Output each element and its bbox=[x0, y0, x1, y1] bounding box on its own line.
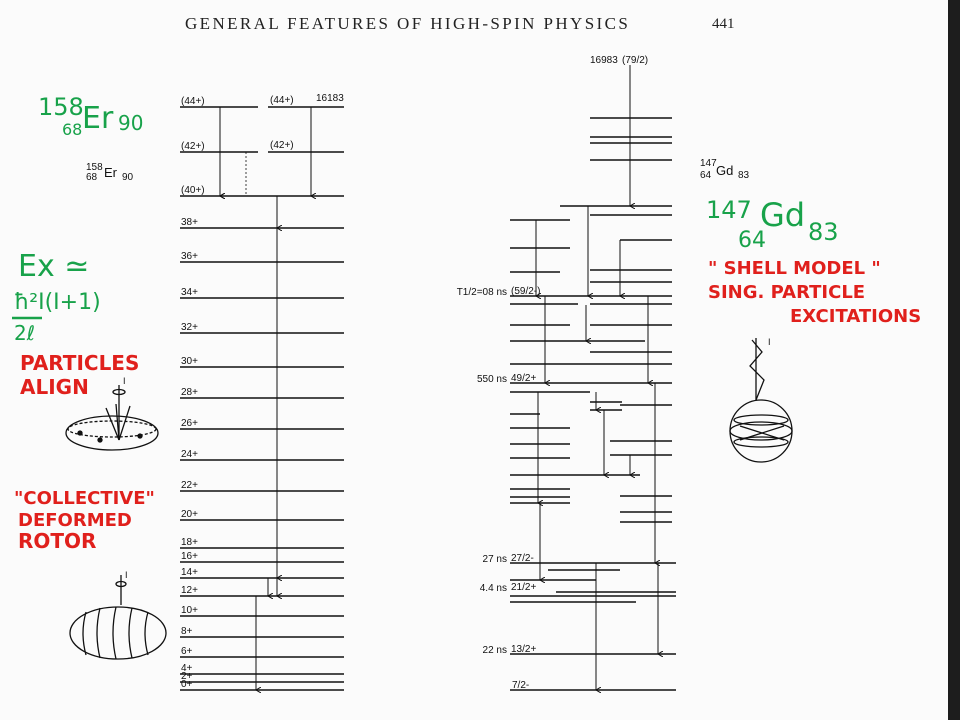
svg-text:I: I bbox=[125, 570, 128, 580]
svg-text:I: I bbox=[768, 337, 771, 347]
gd-isomer-halflife: 22 ns bbox=[483, 645, 507, 656]
er-level-spin: 36+ bbox=[181, 251, 198, 262]
er-level-spin: 38+ bbox=[181, 217, 198, 228]
svg-text:83: 83 bbox=[738, 170, 750, 181]
page-edge-shadow bbox=[948, 0, 960, 720]
er-level-spin: 30+ bbox=[181, 356, 198, 367]
er-level-spin: 22+ bbox=[181, 480, 198, 491]
svg-text:EXCITATIONS: EXCITATIONS bbox=[790, 306, 921, 327]
er-sideband-energy: 16183 bbox=[316, 93, 344, 104]
er158-level-scheme: (44+) (42+) (40+) 38+ 36+ 34+ 32+ 30+ 28+ 26+ 24+ 2… bbox=[180, 93, 344, 690]
particles-align-annotation: PARTICLES ALIGN bbox=[20, 351, 139, 399]
er-level-spin: 6+ bbox=[181, 646, 193, 657]
svg-text:90: 90 bbox=[118, 111, 143, 135]
gd-isomer-halflife: T1/2=08 ns bbox=[457, 287, 507, 298]
er-level-spin: 16+ bbox=[181, 551, 198, 562]
gd-isomer-halflife: 550 ns bbox=[477, 374, 507, 385]
spherical-nucleus-icon: I bbox=[729, 337, 793, 463]
er-level-spin: 10+ bbox=[181, 605, 198, 616]
svg-text:Ex ≃: Ex ≃ bbox=[18, 249, 89, 284]
green-formula-annotation: Ex ≃ ħ²I(I+1) 2ℓ bbox=[12, 249, 101, 345]
aligned-nucleus-icon: I bbox=[65, 376, 159, 451]
collective-rotor-annotation: "COLLECTIVE" DEFORMED ROTOR bbox=[14, 488, 155, 553]
er-level-spin: (42+) bbox=[181, 141, 205, 152]
svg-text:147: 147 bbox=[706, 196, 752, 224]
er-level-spin: 14+ bbox=[181, 567, 198, 578]
svg-text:68: 68 bbox=[62, 120, 82, 139]
gd-ground-spin: 7/2- bbox=[512, 680, 529, 691]
er-level-spin: 32+ bbox=[181, 322, 198, 333]
gd-top-spin: (79/2) bbox=[622, 55, 648, 66]
svg-text:Er: Er bbox=[104, 165, 118, 180]
svg-text:PARTICLES: PARTICLES bbox=[20, 351, 139, 375]
gd147-nuclide-label: 147 64 Gd 83 bbox=[700, 158, 750, 181]
er158-nuclide-label: 158 68 Er 90 bbox=[86, 162, 134, 183]
svg-text:SING. PARTICLE: SING. PARTICLE bbox=[708, 282, 865, 303]
gd-isomer-halflife: 27 ns bbox=[483, 554, 507, 565]
svg-text:64: 64 bbox=[738, 228, 766, 253]
gd147-level-scheme: 16983 (79/2) T1/2=08 ns (59/2-) 550 ns 49/2… bbox=[457, 55, 676, 691]
svg-text:Gd: Gd bbox=[716, 163, 733, 178]
gd-isomer-spin: (59/2-) bbox=[511, 286, 540, 297]
er-level-spin: 2+ bbox=[181, 671, 193, 682]
er-level-spin: 18+ bbox=[181, 537, 198, 548]
gd-isomer-halflife: 4.4 ns bbox=[480, 583, 507, 594]
gd-isomer-spin: 49/2+ bbox=[511, 373, 536, 384]
er-level-spin: 26+ bbox=[181, 418, 198, 429]
gd-isomer-spin: 21/2+ bbox=[511, 582, 536, 593]
er-level-spin: 12+ bbox=[181, 585, 198, 596]
shell-model-annotation: " SHELL MODEL " SING. PARTICLE EXCITATIO… bbox=[708, 258, 921, 327]
svg-text:"COLLECTIVE": "COLLECTIVE" bbox=[14, 488, 155, 509]
svg-text:ALIGN: ALIGN bbox=[20, 375, 89, 399]
er-level-spin: 28+ bbox=[181, 387, 198, 398]
svg-text:64: 64 bbox=[700, 170, 712, 181]
svg-text:158: 158 bbox=[86, 162, 103, 173]
er-level-spin: 8+ bbox=[181, 626, 193, 637]
svg-text:I: I bbox=[123, 376, 126, 386]
deformed-rotor-icon: I bbox=[69, 570, 167, 660]
green-gd147-annotation: 147 Gd 64 83 bbox=[706, 196, 839, 253]
er-level-spin: 20+ bbox=[181, 509, 198, 520]
svg-text:ROTOR: ROTOR bbox=[18, 529, 96, 553]
er-level-spin: 4+ bbox=[181, 663, 193, 674]
svg-text:83: 83 bbox=[808, 218, 839, 246]
svg-text:ħ²I(I+1): ħ²I(I+1) bbox=[14, 290, 101, 315]
er-level-spin: 0+ bbox=[181, 679, 193, 690]
svg-text:DEFORMED: DEFORMED bbox=[18, 510, 132, 531]
svg-text:147: 147 bbox=[700, 158, 717, 169]
svg-text:90: 90 bbox=[122, 172, 134, 183]
er-sideband-spin: (42+) bbox=[270, 140, 294, 151]
svg-text:2ℓ: 2ℓ bbox=[14, 321, 35, 345]
svg-text:68: 68 bbox=[86, 172, 98, 183]
gd-isomer-spin: 27/2- bbox=[511, 553, 534, 564]
svg-text:158: 158 bbox=[38, 93, 84, 121]
svg-text:Er: Er bbox=[82, 101, 114, 136]
er-level-spin: (44+) bbox=[181, 96, 205, 107]
er-level-spin: 34+ bbox=[181, 287, 198, 298]
er-sideband-spin: (44+) bbox=[270, 95, 294, 106]
er-level-spin: 24+ bbox=[181, 449, 198, 460]
gd-top-energy: 16983 bbox=[590, 55, 618, 66]
er-level-spin: (40+) bbox=[181, 185, 205, 196]
page-number: 441 bbox=[712, 16, 735, 32]
page-header: GENERAL FEATURES OF HIGH-SPIN PHYSICS bbox=[185, 14, 631, 33]
svg-text:" SHELL MODEL ": " SHELL MODEL " bbox=[708, 258, 881, 279]
green-er158-annotation: 158 68 Er 90 bbox=[38, 93, 143, 139]
svg-text:Gd: Gd bbox=[760, 196, 805, 234]
gd-isomer-spin: 13/2+ bbox=[511, 644, 536, 655]
